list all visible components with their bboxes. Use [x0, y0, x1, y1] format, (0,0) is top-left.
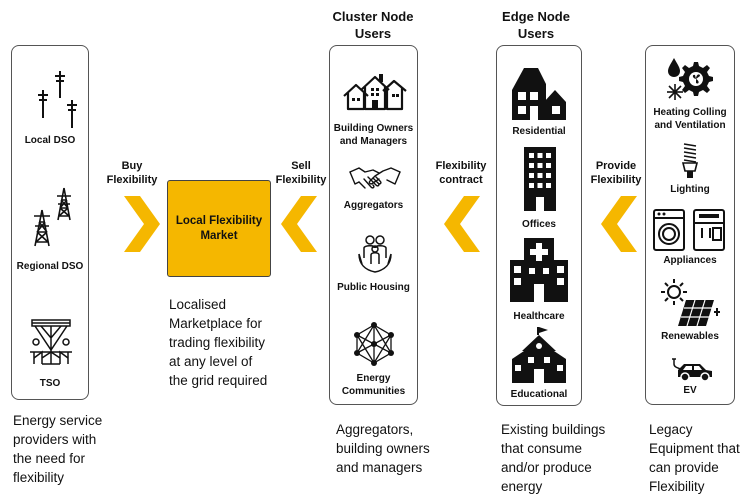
light-bulb-icon: [681, 143, 699, 178]
solar-panel-icon: [661, 279, 720, 327]
edge-item-label: Residential: [512, 126, 566, 137]
grid-item-label: Local DSO: [24, 135, 76, 146]
appliances-icon: [653, 209, 725, 251]
hvac-icon: [667, 58, 713, 100]
provide-flexibility-label: Provide Flexibility: [590, 160, 642, 186]
sell-flexibility-label: Sell Flexibility: [275, 160, 327, 186]
sell-chevron-icon: [281, 196, 317, 252]
grid-item-label: Regional DSO: [16, 261, 84, 272]
market-description: Localised Marketplace for trading flexib…: [169, 297, 268, 388]
edge-item-label: Healthcare: [513, 311, 565, 322]
equipment-item-label: Lighting: [670, 184, 710, 195]
edge-description: Existing buildings that consume and/or p…: [501, 422, 606, 494]
hospital-icon: [510, 238, 568, 302]
provide-chevron-icon: [601, 196, 637, 252]
equipment-item-label: Renewables: [661, 331, 719, 342]
houses-icon: [343, 74, 407, 111]
edge-column-header: Edge Node Users: [502, 9, 570, 41]
cluster-item-label: Aggregators: [343, 200, 404, 211]
family-hands-icon: [358, 235, 392, 273]
transmission-tower-icon: [34, 187, 71, 247]
cluster-item-label: Public Housing: [337, 282, 410, 293]
cluster-description: Aggregators, building owners and manager…: [336, 422, 430, 475]
network-icon: [354, 322, 394, 366]
school-icon: [512, 327, 566, 383]
contract-chevron-icon: [444, 196, 480, 252]
edge-item-label: Offices: [522, 219, 556, 230]
grid-description: Energy service providers with the need f…: [13, 413, 103, 485]
buy-chevron-icon: [124, 196, 160, 252]
utility-pole-icon: [38, 71, 77, 128]
grid-item-label: TSO: [39, 378, 61, 389]
handshake-icon: [349, 167, 401, 189]
office-building-icon: [524, 147, 556, 211]
house-icon: [512, 68, 566, 120]
flexibility-contract-label: Flexibility contract: [435, 160, 487, 186]
cluster-item-label: Energy Communities: [341, 373, 406, 397]
electric-car-icon: [672, 358, 712, 382]
equipment-panel: [645, 45, 735, 405]
cluster-item-label: Building Owners and Managers: [333, 123, 414, 147]
equipment-item-label: EV: [683, 385, 697, 396]
substation-icon: [30, 319, 72, 365]
cluster-column-header: Cluster Node Users: [332, 9, 414, 41]
equipment-item-label: Appliances: [663, 255, 717, 266]
local-flexibility-market-box: Local Flexibility Market: [167, 180, 271, 277]
equipment-description: Legacy Equipment that can provide Flexib…: [649, 422, 740, 494]
edge-item-label: Educational: [510, 389, 568, 400]
equipment-item-label: Heating Colling and Ventilation: [653, 107, 727, 131]
buy-flexibility-label: Buy Flexibility: [106, 160, 158, 186]
